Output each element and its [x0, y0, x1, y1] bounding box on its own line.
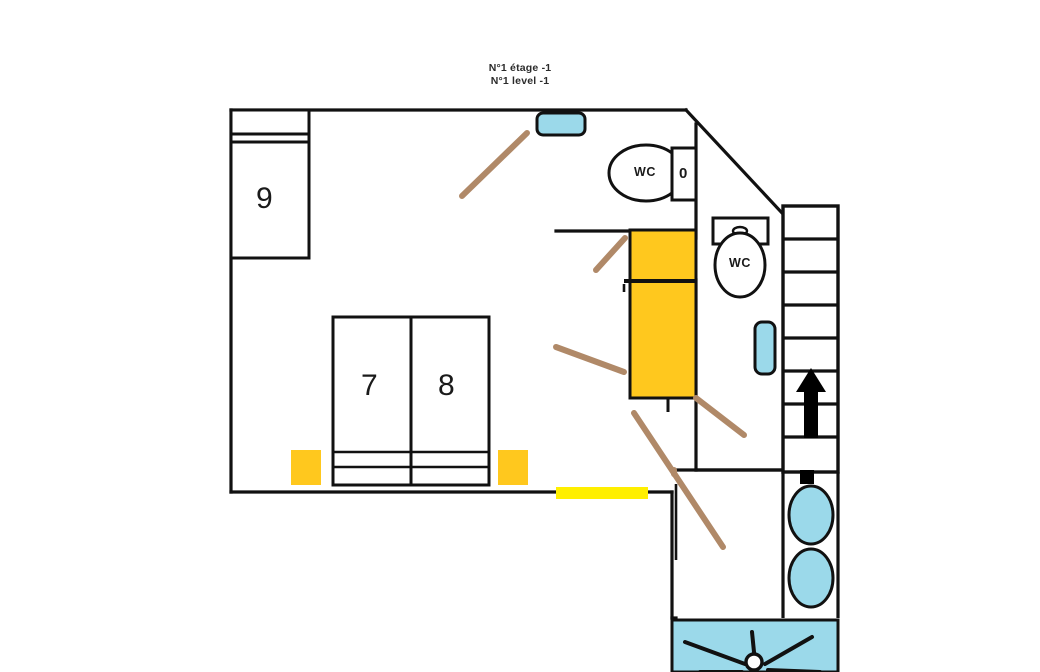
stairs-up-arrow-icon: [796, 368, 826, 438]
window-blue-right: [753, 320, 777, 376]
nightstand-right: [498, 450, 528, 485]
door-corridor-lower: [631, 410, 726, 550]
detail-lines: [556, 229, 678, 560]
door-wardrobe-upper: [593, 235, 628, 273]
nightstand-left: [291, 450, 321, 485]
staircase: [781, 204, 840, 474]
bed-9: [229, 108, 311, 260]
landing-marker: [800, 470, 814, 484]
wc-upper: [607, 143, 698, 203]
bathroom-block: [781, 472, 840, 618]
shower-tray: [670, 618, 840, 672]
door-swings: [459, 130, 747, 550]
window-blue-top: [535, 111, 587, 137]
door-bedroom-entry: [459, 130, 530, 199]
shower-spray-lines: [683, 630, 822, 672]
door-corridor-upper: [693, 395, 747, 438]
wc-lower: [711, 216, 770, 299]
bed-8-frame: [409, 315, 491, 487]
wc-lower-bowl: [713, 231, 767, 299]
oval-basin-upper: [787, 484, 835, 546]
oval-basin-lower: [787, 547, 835, 609]
bed-7-frame: [331, 315, 413, 487]
wardrobe: [624, 228, 698, 412]
shower-drain-icon: [744, 652, 764, 672]
threshold-highlight: [556, 487, 648, 499]
wall-outline: [229, 107, 786, 620]
wc-upper-tank: [670, 146, 698, 202]
wardrobe-body: [628, 228, 698, 400]
bed-9-frame: [229, 108, 311, 260]
door-wardrobe-lower: [553, 344, 627, 375]
bed-pair-7-8: [331, 315, 491, 487]
